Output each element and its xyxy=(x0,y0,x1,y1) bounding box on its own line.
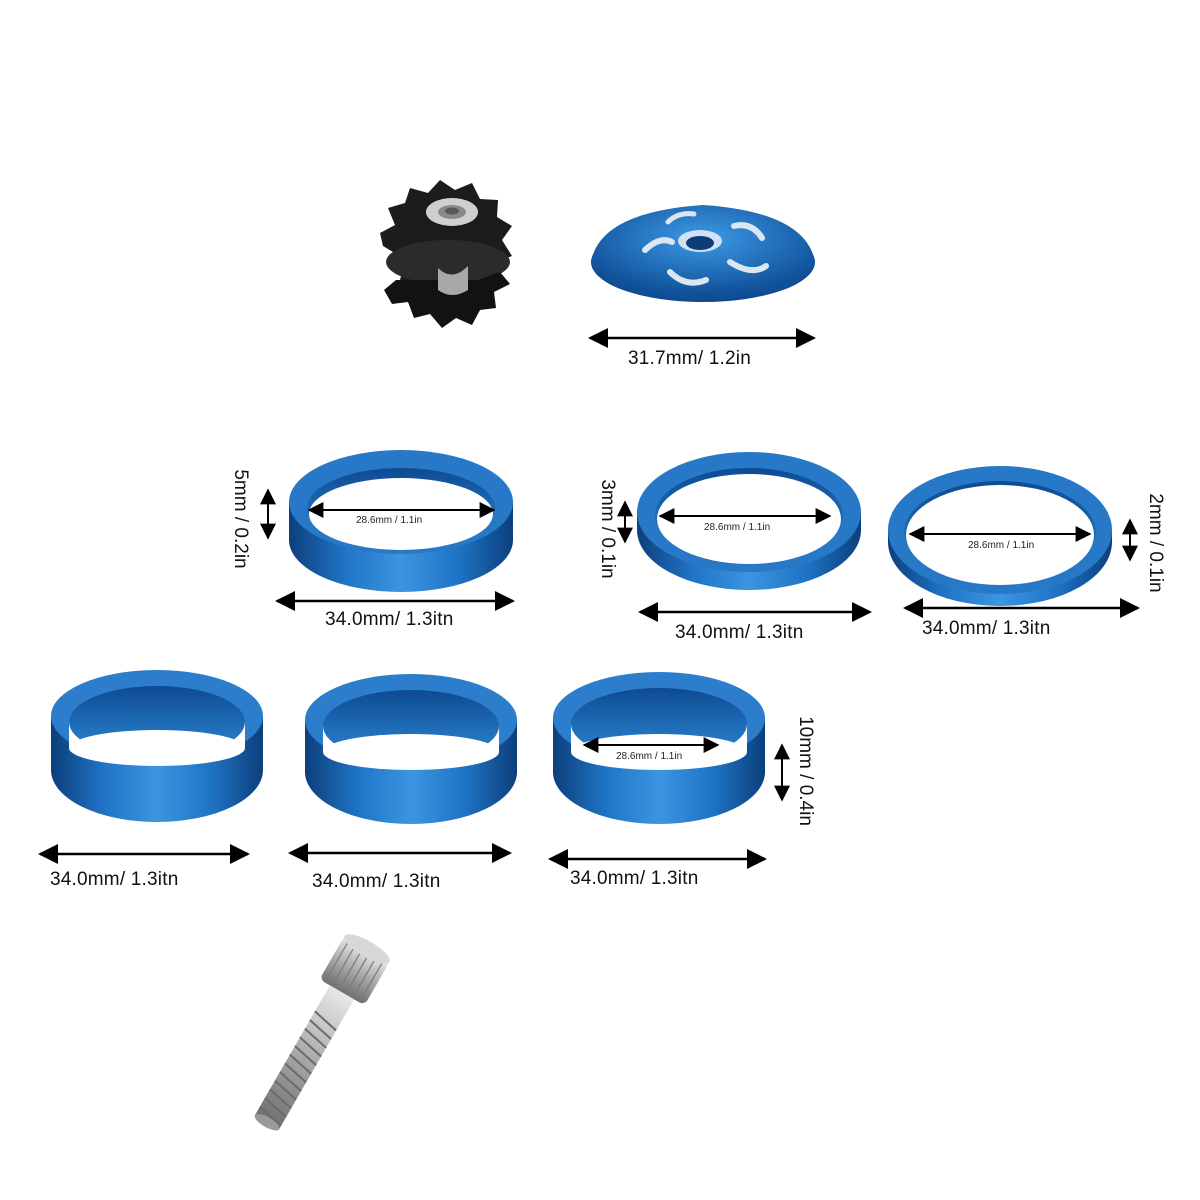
inner-label-3: 28.6mm / 1.1in xyxy=(968,540,1035,551)
spacer-10mm-2 xyxy=(305,674,517,824)
outer-label-6: 34.0mm/ 1.3itn xyxy=(570,868,699,889)
outer-label-4: 34.0mm/ 1.3itn xyxy=(50,869,179,890)
outer-label-3: 34.0mm/ 1.3itn xyxy=(922,618,1051,639)
height-label-5mm: 5mm / 0.2in xyxy=(230,469,251,569)
height-label-10mm: 10mm / 0.4in xyxy=(795,716,816,826)
spacer-10mm-1 xyxy=(51,670,263,822)
outer-label-1: 34.0mm/ 1.3itn xyxy=(325,609,454,630)
outer-label-5: 34.0mm/ 1.3itn xyxy=(312,871,441,892)
spacer-10mm-3 xyxy=(553,672,765,824)
spacer-2mm xyxy=(888,466,1112,606)
cap-width-label: 31.7mm/ 1.2in xyxy=(628,348,751,369)
inner-label-4: 28.6mm / 1.1in xyxy=(616,751,683,762)
outer-label-2: 34.0mm/ 1.3itn xyxy=(675,622,804,643)
bolt xyxy=(254,934,390,1131)
spacer-3mm xyxy=(637,452,861,590)
height-label-2mm: 2mm / 0.1in xyxy=(1145,493,1166,593)
top-cap xyxy=(591,205,815,302)
inner-label-1: 28.6mm / 1.1in xyxy=(356,515,423,526)
height-label-3mm: 3mm / 0.1in xyxy=(597,479,618,579)
inner-label-2: 28.6mm / 1.1in xyxy=(704,522,771,533)
star-nut xyxy=(380,180,512,328)
